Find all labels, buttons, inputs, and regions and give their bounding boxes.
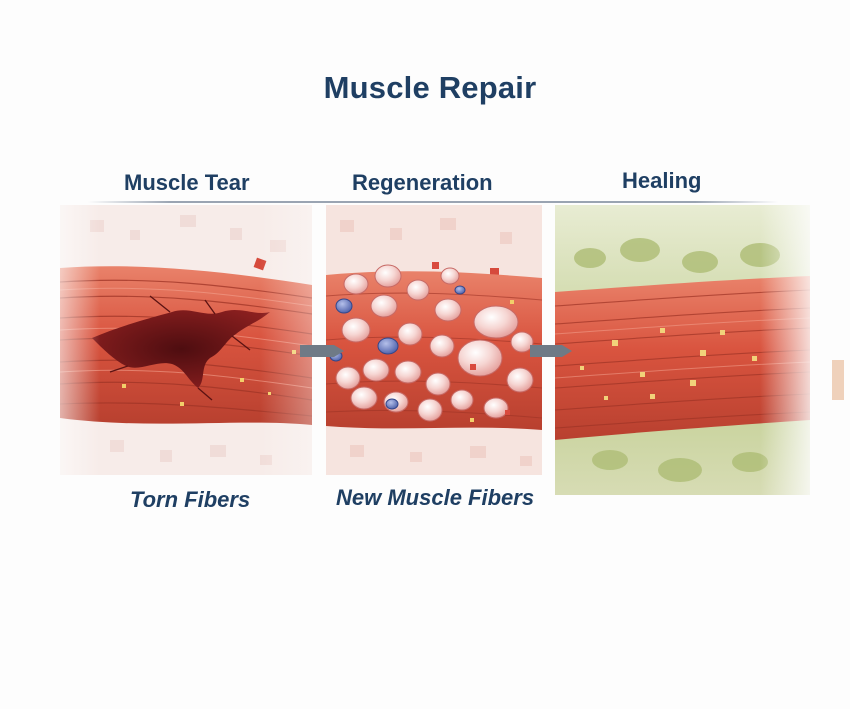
arrow-right-icon — [530, 345, 572, 357]
panel-muscle-tear — [60, 205, 312, 475]
panel-healing — [555, 205, 810, 495]
caption-new-muscle-fibers: New Muscle Fibers — [336, 485, 535, 510]
stage-label-healing: Healing — [622, 168, 702, 193]
panel-separator-2 — [542, 205, 555, 475]
regenerating-cells — [335, 264, 534, 422]
caption-torn-fibers: Torn Fibers — [130, 487, 251, 512]
panel-separator-1 — [312, 205, 326, 475]
edge-fragment — [832, 360, 844, 400]
page-title: Muscle Repair — [323, 70, 537, 105]
stage-label-muscle-tear: Muscle Tear — [124, 170, 250, 195]
arrow-right-icon — [300, 345, 344, 357]
header-divider-line — [88, 201, 778, 203]
nutrient-dots — [580, 328, 757, 400]
stage-label-regeneration: Regeneration — [352, 170, 493, 195]
tear-gap — [92, 310, 270, 388]
panel-regeneration — [326, 205, 542, 475]
